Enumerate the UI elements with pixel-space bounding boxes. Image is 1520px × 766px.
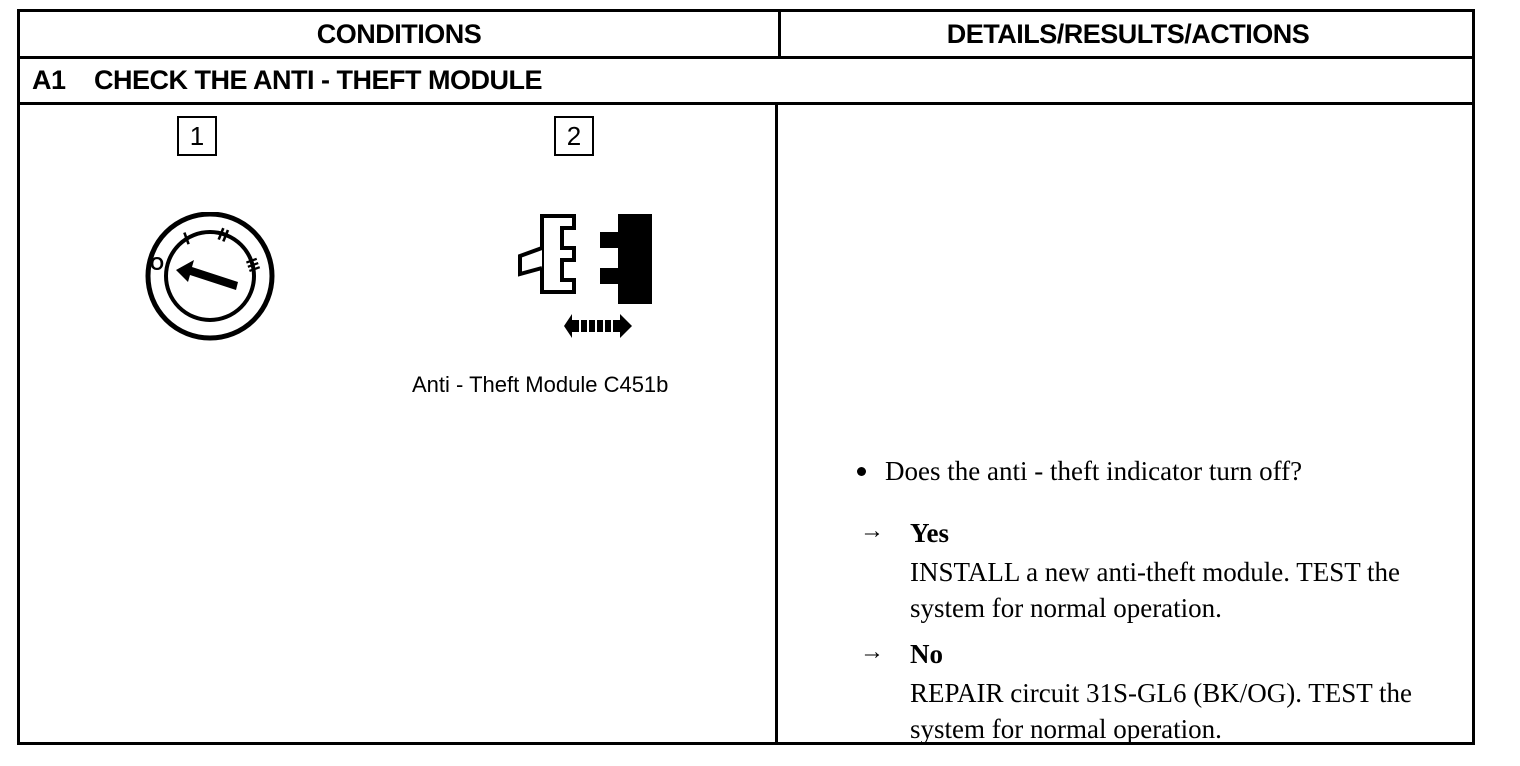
step-2-caption: Anti - Theft Module C451b xyxy=(412,372,669,397)
connector-disconnect-icon xyxy=(518,214,652,338)
step-2-box: 2 xyxy=(554,116,594,156)
position-0-label: O xyxy=(150,254,164,274)
table-header-row: CONDITIONS DETAILS/RESULTS/ACTIONS xyxy=(20,12,1472,59)
column-divider xyxy=(775,105,778,745)
step-1-box: 1 xyxy=(177,116,217,156)
section-title: A1 CHECK THE ANTI - THEFT MODULE xyxy=(32,59,542,101)
answer-yes-text: INSTALL a new anti-theft module. TEST th… xyxy=(910,557,1400,623)
arrow-right-icon: → xyxy=(860,518,884,544)
position-1-label: I xyxy=(181,228,193,249)
section-title-row: A1 CHECK THE ANTI - THEFT MODULE xyxy=(20,59,1472,105)
details-header: DETAILS/RESULTS/ACTIONS xyxy=(946,19,1310,49)
answer-no-label: No xyxy=(910,639,943,669)
section-id: A1 xyxy=(32,65,66,95)
question: Does the anti - theft indicator turn off… xyxy=(852,456,1302,487)
bullet-icon xyxy=(857,466,866,476)
question-text: Does the anti - theft indicator turn off… xyxy=(885,456,1303,486)
conditions-header: CONDITIONS xyxy=(316,19,482,49)
ignition-switch-icon: O I II III xyxy=(145,212,275,341)
header-divider xyxy=(778,12,781,56)
answer-yes-label: Yes xyxy=(910,518,949,548)
position-3-label: III xyxy=(242,256,263,274)
answer-no-text: REPAIR circuit 31S-GL6 (BK/OG). TEST the… xyxy=(910,678,1412,744)
arrow-right-icon: → xyxy=(860,639,884,665)
diagnostic-table: CONDITIONS DETAILS/RESULTS/ACTIONS A1 CHE… xyxy=(17,9,1475,745)
section-title-text: CHECK THE ANTI - THEFT MODULE xyxy=(94,65,542,95)
